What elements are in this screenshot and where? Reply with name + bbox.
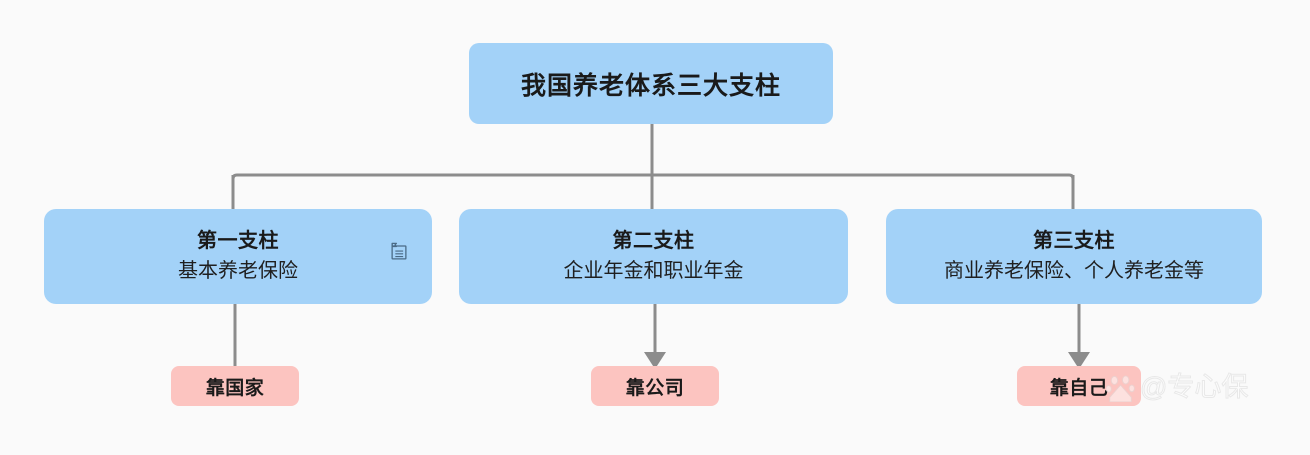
node-pillar-1[interactable]: 第一支柱 基本养老保险	[44, 209, 432, 304]
node-root[interactable]: 我国养老体系三大支柱	[469, 43, 833, 124]
node-leaf-1[interactable]: 靠国家	[171, 366, 299, 406]
node-leaf-1-label: 靠国家	[205, 377, 265, 399]
node-root-title: 我国养老体系三大支柱	[520, 71, 781, 100]
node-pillar-2-title: 第二支柱	[612, 230, 695, 252]
node-leaf-2-label: 靠公司	[625, 377, 685, 399]
node-pillar-1-title: 第一支柱	[197, 230, 279, 252]
node-pillar-2[interactable]: 第二支柱 企业年金和职业年金	[459, 209, 848, 304]
watermark: @专心保	[1106, 371, 1249, 402]
connector-horizontal-bus	[231, 173, 1075, 185]
node-pillar-3-title: 第三支柱	[1033, 230, 1115, 252]
node-leaf-3-label: 靠自己	[1049, 377, 1109, 399]
node-pillar-2-subtitle: 企业年金和职业年金	[563, 260, 744, 282]
node-pillar-3[interactable]: 第三支柱 商业养老保险、个人养老金等	[886, 209, 1262, 304]
node-pillar-3-subtitle: 商业养老保险、个人养老金等	[944, 260, 1204, 282]
node-leaf-2[interactable]: 靠公司	[591, 366, 719, 406]
baidu-paw-icon	[1106, 375, 1135, 402]
node-pillar-1-subtitle: 基本养老保险	[178, 260, 298, 282]
watermark-text: @专心保	[1139, 371, 1249, 402]
note-icon[interactable]	[388, 241, 410, 263]
